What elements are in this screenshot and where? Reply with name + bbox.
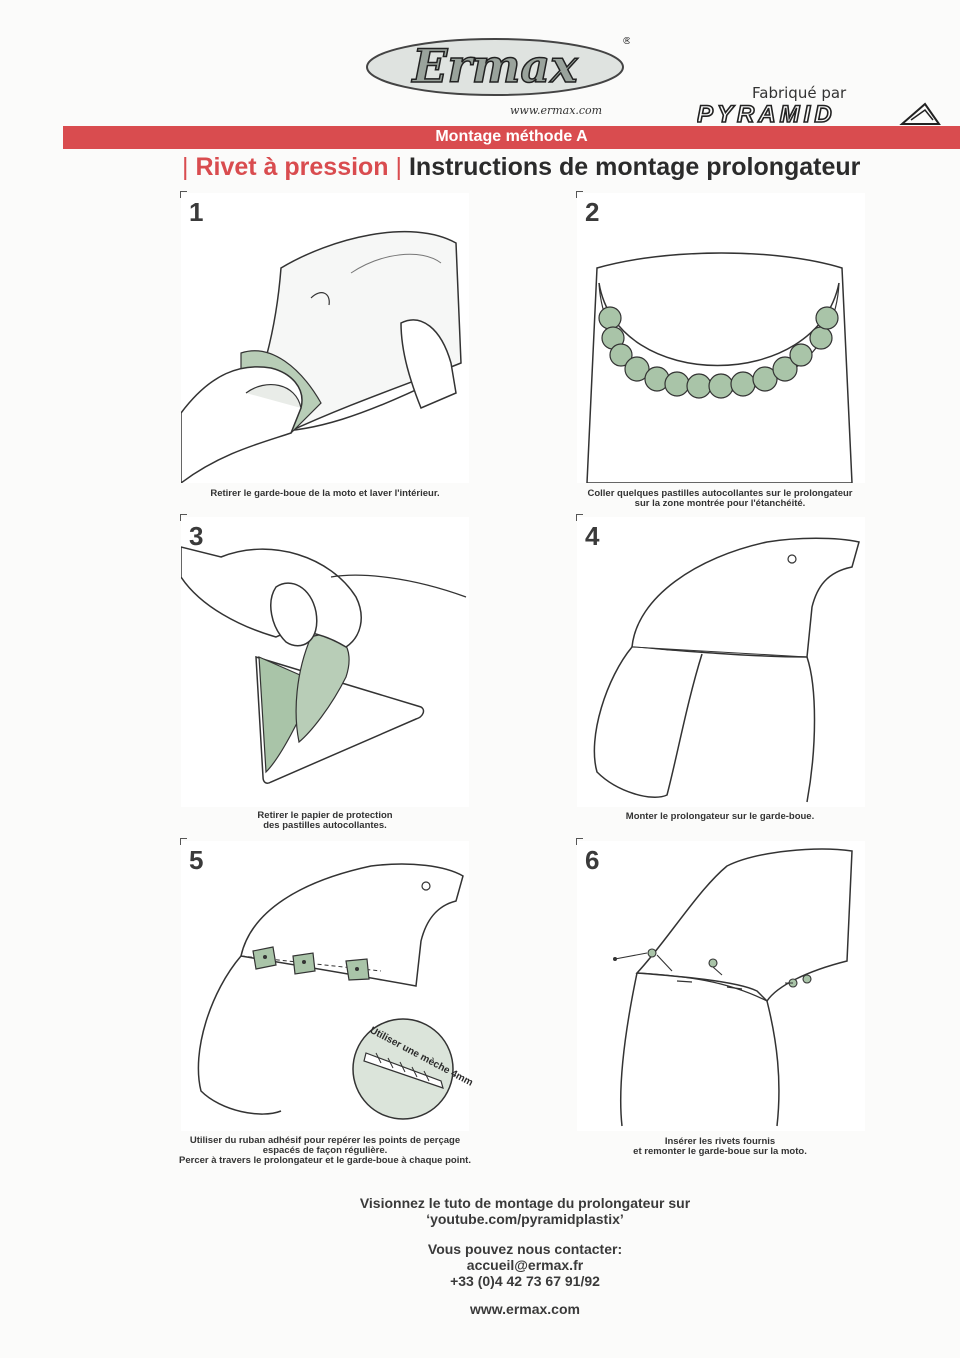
contact-phone: +33 (0)4 42 73 67 91/92 bbox=[450, 1273, 600, 1289]
step-6-panel: 6 bbox=[577, 841, 865, 1131]
step-number: 5 bbox=[189, 845, 204, 875]
fit-extender-illustration bbox=[593, 537, 860, 803]
peel-backing-illustration bbox=[181, 546, 467, 784]
step-1-caption: Retirer le garde-boue de la moto et lave… bbox=[165, 489, 485, 499]
crop-mark bbox=[576, 514, 583, 521]
caption-line: Utiliser du ruban adhésif pour repérer l… bbox=[189, 1135, 461, 1146]
sealing-pads-illustration bbox=[586, 252, 853, 483]
step-6-caption: Insérer les rivets fournis et remonter l… bbox=[560, 1137, 880, 1157]
caption-line: des pastilles autocollantes. bbox=[263, 820, 387, 831]
made-by-label: Fabriqué par bbox=[752, 84, 847, 102]
caption-line: Retirer le garde-boue de la moto et lave… bbox=[210, 488, 440, 499]
step-5-panel: 5 Utiliser une mèche 4mm bbox=[181, 841, 475, 1131]
crop-mark bbox=[180, 514, 187, 521]
step-4-panel: 4 bbox=[577, 517, 865, 807]
svg-text:Ermax: Ermax bbox=[410, 39, 578, 93]
caption-line: Monter le prolongateur sur le garde-boue… bbox=[625, 811, 815, 822]
caption-line: Insérer les rivets fournis bbox=[664, 1136, 776, 1147]
step-2-panel: 2 bbox=[577, 193, 865, 483]
crop-mark bbox=[180, 191, 187, 198]
method-ribbon-text: Montage méthode A bbox=[435, 128, 588, 145]
website-link[interactable]: www.ermax.com bbox=[470, 1301, 580, 1317]
title-highlight: Rivet à pression bbox=[195, 153, 389, 181]
svg-text:PYRAMID: PYRAMID bbox=[697, 101, 836, 128]
page-title: | Rivet à pression | Instructions de mon… bbox=[182, 153, 882, 182]
step-3-panel: 3 bbox=[181, 517, 469, 807]
caption-line: Coller quelques pastilles autocollantes … bbox=[587, 488, 853, 499]
crop-mark bbox=[576, 838, 583, 845]
step-3-caption: Retirer le papier de protection des past… bbox=[165, 811, 485, 831]
pyramid-logo: PYRAMID bbox=[697, 100, 941, 128]
ermax-logo: Ermax ® www.ermax.com bbox=[360, 22, 640, 122]
caption-line: sur la zone montrée pour l'étanchéité. bbox=[634, 498, 806, 509]
caption-line: espacés de façon régulière. bbox=[262, 1145, 388, 1156]
tutorial-link[interactable]: ‘youtube.com/pyramidplastix’ bbox=[426, 1211, 624, 1227]
caption-line: Percer à travers le prolongateur et le g… bbox=[179, 1155, 471, 1166]
title-rest: Instructions de montage prolongateur bbox=[408, 153, 861, 181]
caption-line: et remonter le garde-boue sur la moto. bbox=[633, 1146, 807, 1157]
fender-cleaning-illustration bbox=[181, 231, 462, 483]
tutorial-text: Visionnez le tuto de montage du prolonga… bbox=[359, 1195, 691, 1211]
step-4-caption: Monter le prolongateur sur le garde-boue… bbox=[560, 812, 880, 822]
step-number: 3 bbox=[189, 521, 204, 551]
ermax-wordmark: Ermax ® bbox=[366, 36, 630, 96]
caption-line: Retirer le papier de protection bbox=[257, 810, 393, 821]
drill-bit-icon bbox=[363, 1052, 444, 1089]
title-divider: | bbox=[182, 153, 196, 181]
step-number: 1 bbox=[189, 197, 204, 227]
svg-text:®: ® bbox=[622, 36, 630, 47]
crop-mark bbox=[576, 191, 583, 198]
drill-points-illustration bbox=[197, 863, 464, 1120]
method-ribbon: Montage méthode A bbox=[63, 126, 960, 149]
step-5-caption: Utiliser du ruban adhésif pour repérer l… bbox=[155, 1136, 495, 1166]
step-number: 4 bbox=[585, 521, 600, 551]
tutorial-block: Visionnez le tuto de montage du prolonga… bbox=[250, 1195, 800, 1227]
contact-heading: Vous pouvez nous contacter: bbox=[427, 1241, 623, 1257]
contact-email[interactable]: accueil@ermax.fr bbox=[466, 1257, 584, 1273]
step-1-panel: 1 bbox=[181, 193, 469, 483]
sealing-pads bbox=[598, 306, 839, 399]
crop-mark bbox=[180, 838, 187, 845]
step-2-caption: Coller quelques pastilles autocollantes … bbox=[560, 489, 880, 509]
title-divider: | bbox=[388, 153, 409, 181]
contact-block: Vous pouvez nous contacter: accueil@erma… bbox=[250, 1241, 800, 1289]
step-number: 6 bbox=[585, 845, 600, 875]
step-number: 2 bbox=[585, 197, 600, 227]
logo-url: www.ermax.com bbox=[510, 104, 603, 117]
insert-rivets-illustration bbox=[613, 848, 853, 1127]
